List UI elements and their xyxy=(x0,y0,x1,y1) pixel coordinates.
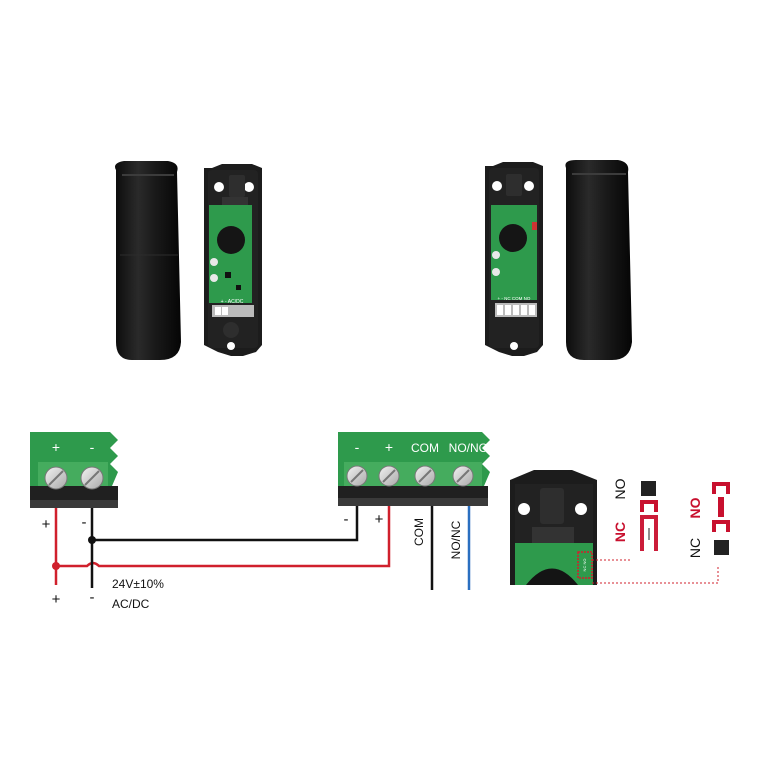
right-sensor-cover xyxy=(565,160,632,360)
wire-label-plus-left: + xyxy=(42,516,51,533)
jumper-nc-black-label: NC xyxy=(687,538,703,558)
terminal-right-minus-label: - xyxy=(355,439,360,455)
wire-label-plus-right: + xyxy=(375,511,384,528)
terminal-right-com-label: COM xyxy=(411,441,439,455)
wire-label-bottom-plus: + xyxy=(52,591,61,608)
left-pcb xyxy=(209,205,252,303)
left-sensor-base: + - AC/DC xyxy=(204,164,262,356)
wire-red-plus xyxy=(54,506,391,568)
right-terminal-block: - + COM NO/NC xyxy=(338,432,490,506)
terminal-left-plus-label: + xyxy=(52,439,60,455)
terminal-right-nonc-label: NO/NC xyxy=(449,441,488,455)
power-type: AC/DC xyxy=(112,597,150,611)
wires xyxy=(52,506,471,590)
jumper-no-black-label: NO xyxy=(612,478,628,499)
jumper-chip[interactable] xyxy=(577,551,593,579)
left-sensor-cover xyxy=(115,161,181,360)
left-terminal-block: + - xyxy=(30,432,118,508)
jumper-no-red-label: NO xyxy=(687,497,703,518)
left-pcb-marking: + - AC/DC xyxy=(221,299,244,305)
right-sensor-base: + - NC COM NO xyxy=(485,162,543,356)
wire-label-minus-right: - xyxy=(344,511,349,528)
wire-label-com: COM xyxy=(412,518,426,546)
terminal-left-minus-label: - xyxy=(90,439,95,455)
terminal-right-plus-label: + xyxy=(385,439,393,455)
right-pcb-marking: + - NC COM NO xyxy=(498,296,531,301)
wire-label-nonc: NO/NC xyxy=(449,520,463,559)
power-voltage: 24V±10% xyxy=(112,577,164,591)
jumper-no-position: NO NC xyxy=(687,482,730,558)
jumper-nc-position: NC NO xyxy=(612,478,658,551)
jumper-detail-housing: NC NO xyxy=(510,470,597,585)
wire-label-minus-left: - xyxy=(82,514,87,531)
wire-label-bottom-minus: - xyxy=(90,589,95,606)
jumper-nc-red-label: NC xyxy=(612,522,628,542)
jumper-chip-label: NC NO xyxy=(582,559,587,572)
